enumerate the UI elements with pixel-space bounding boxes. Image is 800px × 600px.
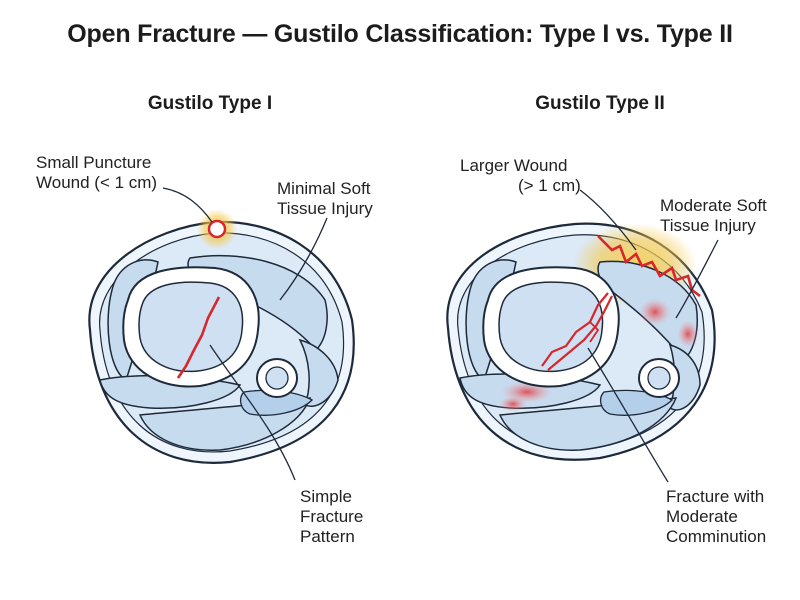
leader-lines-type-1	[162, 187, 328, 481]
label-moderate-comminution: Fracture with Moderate Comminution	[666, 487, 767, 546]
label-simple-fracture: Simple Fracture Pattern	[300, 487, 364, 546]
label-small-puncture-wound: Small Puncture Wound (< 1 cm)	[36, 153, 158, 192]
tibia-medulla	[498, 281, 604, 373]
comminution-line	[541, 292, 609, 367]
tissue-bruise	[499, 396, 527, 412]
comminution-line	[547, 295, 613, 371]
puncture-wound	[207, 219, 227, 239]
tissue-bruise	[677, 320, 699, 348]
tissue-bruise	[639, 298, 671, 326]
simple-fracture-line	[176, 296, 221, 379]
label-moderate-soft-tissue: Moderate Soft Tissue Injury	[660, 196, 767, 235]
label-minimal-soft-tissue: Minimal Soft Tissue Injury	[277, 179, 373, 218]
tibia-medulla	[138, 281, 244, 373]
leader-lines-type-2	[579, 189, 719, 483]
panel-heading-type-2: Gustilo Type II	[535, 93, 665, 114]
panel-heading-type-1: Gustilo Type I	[147, 93, 273, 114]
label-larger-wound: Larger Wound (> 1 cm)	[460, 156, 581, 195]
limb-cross-section-type-1	[88, 209, 355, 464]
limb-cross-section-type-2	[446, 222, 716, 461]
large-wound	[597, 235, 701, 298]
muscle	[298, 338, 339, 407]
page-title: Open Fracture — Gustilo Classification: …	[67, 20, 733, 48]
